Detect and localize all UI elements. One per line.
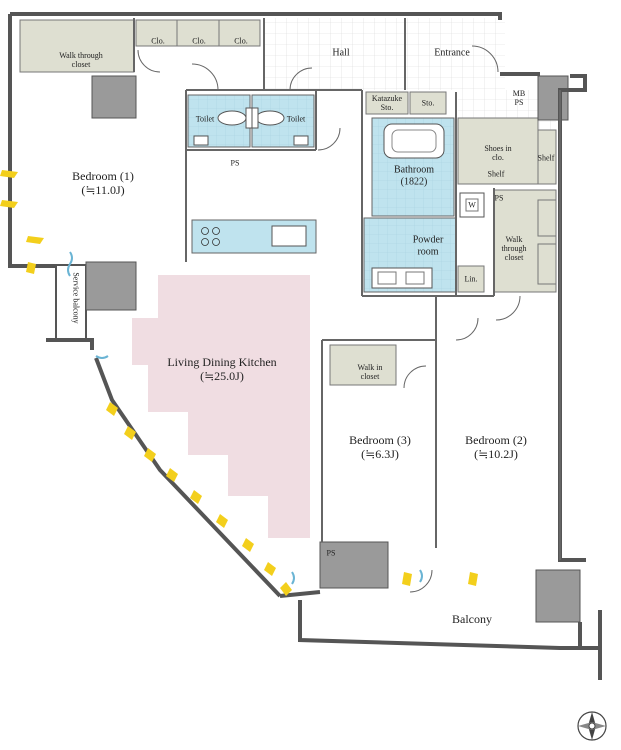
vent-markers [67,251,423,585]
label-service-balcony: Service balcony [71,272,81,324]
label-ps-bedroom3: PS [326,548,336,558]
linen-closet [457,265,485,293]
label-bathroom: Bathroom(1822) [394,164,434,188]
vanity [371,267,433,289]
label-sto: Sto. [421,98,435,108]
compass-icon [577,711,607,741]
structural-pillars [85,75,581,623]
label-clo-2: Clo. [192,36,206,46]
label-ps-closet: PS [494,193,504,203]
door-swings [137,45,521,593]
label-ps-kitchen: PS [230,158,240,168]
label-linen: Lin. [464,274,478,284]
label-clo-3: Clo. [234,36,248,46]
label-toilet-left: Toilet [195,114,215,124]
window-markers [0,170,478,596]
kitchen-sink [271,225,307,247]
shelf-right [537,129,557,185]
label-balcony: Balcony [452,612,492,627]
bathtub [383,123,445,159]
hall-tile-floor [265,18,505,90]
shoes-closet [457,117,539,185]
label-bedroom1: Bedroom (1)(≒11.0J) [72,169,134,197]
walk-in-closet [329,344,397,386]
service-balcony-area [55,264,87,340]
washer [459,192,485,218]
label-shelf-right: Shelf [537,153,555,163]
stove-icon [201,227,220,246]
label-entrance: Entrance [434,47,470,59]
label-hall: Hall [332,47,350,59]
ldk-floor-area [132,275,310,538]
label-washer: W [468,200,476,210]
walls [8,12,602,680]
walk-through-closet-top [19,19,135,73]
label-shelf-bottom: Shelf [487,169,505,179]
label-toilet-right: Toilet [286,114,306,124]
closets-row [135,19,261,47]
label-bedroom3: Bedroom (3)(≒6.3J) [349,433,411,461]
katazuke-storage [365,91,409,115]
label-ldk: Living Dining Kitchen(≒25.0J) [167,355,277,383]
storage [409,91,447,115]
interior-walls [133,18,561,560]
label-clo-1: Clo. [151,36,165,46]
label-bedroom2: Bedroom (2)(≒10.2J) [465,433,527,461]
